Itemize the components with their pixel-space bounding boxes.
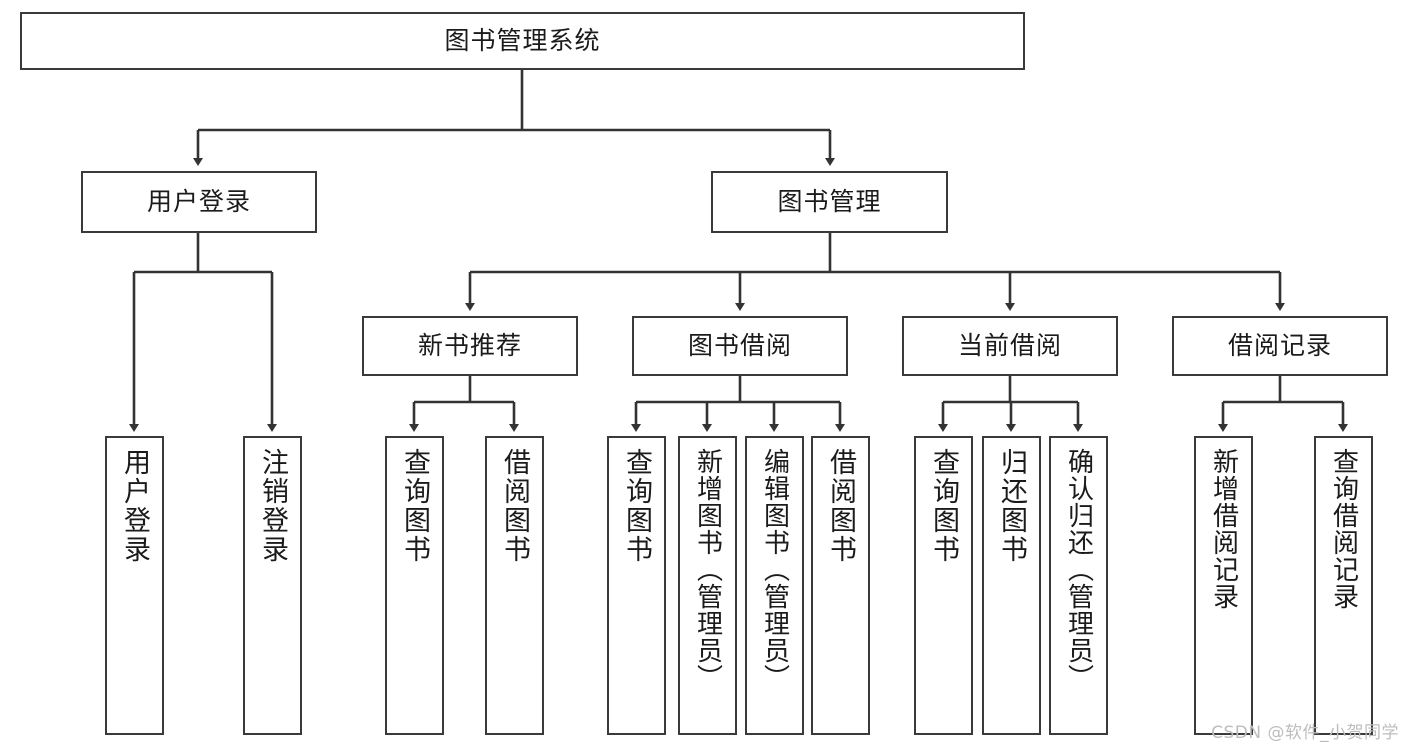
node-root-system[interactable]: 图书管理系统: [20, 12, 1025, 70]
node-label: 借阅记录: [1227, 331, 1332, 360]
leaf-book-borrow-query[interactable]: 查询图书: [607, 436, 666, 735]
leaf-borrow-record-query[interactable]: 查询借阅记录: [1314, 436, 1373, 735]
node-label: 当前借阅: [957, 331, 1062, 360]
node-label: 查询图书: [621, 448, 652, 564]
node-label: 查询图书: [928, 448, 959, 564]
node-label: 注销登录: [257, 448, 288, 564]
leaf-book-borrow-add[interactable]: 新增图书（管理员）: [678, 436, 737, 735]
leaf-book-borrow-borrow[interactable]: 借阅图书: [811, 436, 870, 735]
node-label: 图书管理系统: [444, 26, 601, 55]
node-label: 新增图书（管理员）: [692, 448, 723, 691]
leaf-user-login-login[interactable]: 用户登录: [105, 436, 164, 735]
node-label: 查询借阅记录: [1328, 448, 1359, 610]
leaf-current-borrow-query[interactable]: 查询图书: [914, 436, 973, 735]
node-borrow-record[interactable]: 借阅记录: [1172, 316, 1388, 376]
watermark-text: CSDN @软件_小贺同学: [1211, 723, 1399, 743]
node-label: 新增借阅记录: [1208, 448, 1239, 610]
node-label: 确认归还（管理员）: [1063, 448, 1094, 691]
leaf-current-borrow-return[interactable]: 归还图书: [982, 436, 1041, 735]
leaf-new-book-borrow[interactable]: 借阅图书: [485, 436, 544, 735]
leaf-book-borrow-edit[interactable]: 编辑图书（管理员）: [745, 436, 804, 735]
node-book-management[interactable]: 图书管理: [711, 171, 948, 233]
leaf-new-book-query[interactable]: 查询图书: [385, 436, 444, 735]
leaf-user-login-logout[interactable]: 注销登录: [243, 436, 302, 735]
leaf-current-borrow-confirm-return[interactable]: 确认归还（管理员）: [1049, 436, 1108, 735]
node-label: 用户登录: [146, 187, 251, 216]
node-book-borrow[interactable]: 图书借阅: [632, 316, 848, 376]
node-user-login[interactable]: 用户登录: [81, 171, 317, 233]
node-label: 图书管理: [777, 187, 882, 216]
node-label: 用户登录: [119, 448, 150, 564]
node-label: 查询图书: [399, 448, 430, 564]
leaf-borrow-record-add[interactable]: 新增借阅记录: [1194, 436, 1253, 735]
node-label: 借阅图书: [825, 448, 856, 564]
node-label: 图书借阅: [687, 331, 792, 360]
node-label: 借阅图书: [499, 448, 530, 564]
node-current-borrow[interactable]: 当前借阅: [902, 316, 1118, 376]
node-label: 编辑图书（管理员）: [759, 448, 790, 691]
node-label: 归还图书: [996, 448, 1027, 564]
node-label: 新书推荐: [417, 331, 522, 360]
node-new-book-recommend[interactable]: 新书推荐: [362, 316, 578, 376]
